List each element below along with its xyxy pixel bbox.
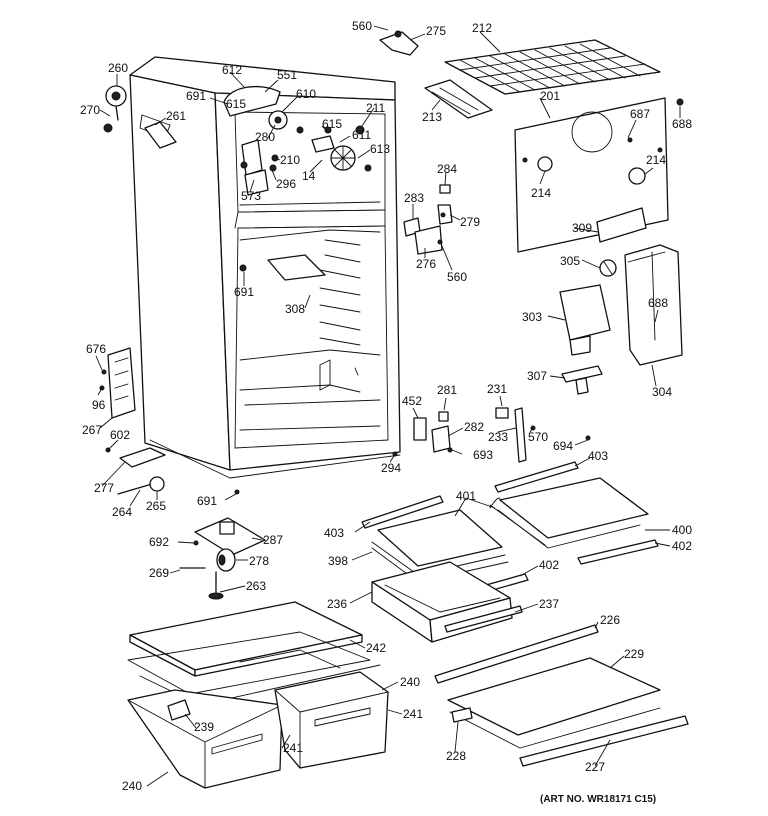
label-613: 613 [370, 142, 390, 156]
label-210: 210 [280, 153, 300, 167]
label-278: 278 [249, 554, 269, 568]
label-214: 214 [531, 186, 551, 200]
label-615: 615 [322, 117, 342, 131]
label-294: 294 [381, 461, 401, 475]
freezer-mechanism-parts [103, 85, 372, 272]
label-270: 270 [80, 103, 100, 117]
label-309: 309 [572, 221, 592, 235]
label-239: 239 [194, 720, 214, 734]
label-284: 284 [437, 162, 457, 176]
label-281: 281 [437, 383, 457, 397]
label-14: 14 [302, 169, 316, 183]
label-676: 676 [86, 342, 106, 356]
label-610: 610 [296, 87, 316, 101]
label-229: 229 [624, 647, 644, 661]
label-211: 211 [366, 101, 385, 115]
label-691: 691 [186, 89, 206, 103]
label-276: 276 [416, 257, 436, 271]
label-573: 573 [241, 189, 261, 203]
label-402: 402 [672, 539, 692, 553]
label-283: 283 [404, 191, 424, 205]
label-570: 570 [528, 430, 548, 444]
label-691: 691 [234, 285, 254, 299]
label-687: 687 [630, 107, 650, 121]
label-240: 240 [122, 779, 142, 793]
part-labels: 560 275 212 260 612 551 691 615 610 270 … [80, 19, 692, 793]
label-551: 551 [277, 68, 297, 82]
label-279: 279 [460, 215, 480, 229]
label-560: 560 [352, 19, 372, 33]
label-615: 615 [226, 97, 246, 111]
label-231: 231 [487, 382, 507, 396]
label-267: 267 [82, 423, 102, 437]
label-303: 303 [522, 310, 542, 324]
label-226: 226 [600, 613, 620, 627]
label-402: 402 [539, 558, 559, 572]
label-275: 275 [426, 24, 446, 38]
label-227: 227 [585, 760, 605, 774]
label-261: 261 [166, 109, 186, 123]
middle-small-parts [99, 369, 591, 495]
label-269: 269 [149, 566, 169, 580]
crisper-area [127, 517, 389, 789]
label-212: 212 [472, 21, 492, 35]
label-307: 307 [527, 369, 547, 383]
label-201: 201 [540, 89, 560, 103]
label-236: 236 [327, 597, 347, 611]
label-304: 304 [652, 385, 672, 399]
label-688: 688 [672, 117, 692, 131]
label-694: 694 [553, 439, 573, 453]
label-452: 452 [402, 394, 422, 408]
label-277: 277 [94, 481, 114, 495]
label-96: 96 [92, 398, 106, 412]
label-612: 612 [222, 63, 242, 77]
label-398: 398 [328, 554, 348, 568]
label-691: 691 [197, 494, 217, 508]
label-260: 260 [108, 61, 128, 75]
label-240: 240 [400, 675, 420, 689]
label-214: 214 [646, 153, 666, 167]
label-263: 263 [246, 579, 266, 593]
label-308: 308 [285, 302, 305, 316]
label-265: 265 [146, 499, 166, 513]
label-241: 241 [283, 741, 303, 755]
label-692: 692 [149, 535, 169, 549]
label-233: 233 [488, 430, 508, 444]
label-241: 241 [403, 707, 423, 721]
label-602: 602 [110, 428, 130, 442]
shelves [361, 461, 689, 767]
label-560: 560 [447, 270, 467, 284]
leader-lines [95, 25, 681, 787]
label-305: 305 [560, 254, 580, 268]
label-693: 693 [473, 448, 493, 462]
label-237: 237 [539, 597, 559, 611]
label-213: 213 [422, 110, 442, 124]
label-403: 403 [324, 526, 344, 540]
label-287: 287 [263, 533, 283, 547]
label-611: 611 [352, 128, 371, 142]
label-282: 282 [464, 420, 484, 434]
label-400: 400 [672, 523, 692, 537]
label-228: 228 [446, 749, 466, 763]
label-401: 401 [456, 489, 476, 503]
art-number: (ART NO. WR18171 C15) [540, 794, 656, 805]
label-242: 242 [366, 641, 386, 655]
label-296: 296 [276, 177, 296, 191]
top-right-parts [379, 30, 684, 395]
label-403: 403 [588, 449, 608, 463]
label-280: 280 [255, 130, 275, 144]
cabinet [107, 56, 401, 479]
label-264: 264 [112, 505, 132, 519]
label-688: 688 [648, 296, 668, 310]
